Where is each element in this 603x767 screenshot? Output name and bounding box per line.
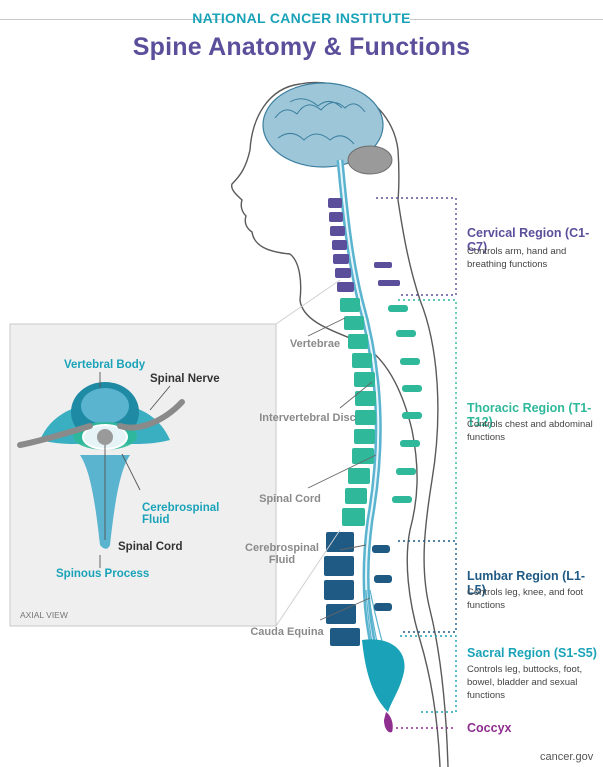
cerebellum	[348, 146, 392, 174]
label-cerebrospinal-fluid: Cerebrospinal Fluid	[232, 542, 332, 566]
lumbar-desc: Controls leg, knee, and foot functions	[467, 586, 587, 612]
axial-label-spinal-nerve: Spinal Nerve	[150, 373, 220, 385]
axial-label-cerebrospinal-fluid: Cerebrospinal Fluid	[142, 502, 232, 526]
label-cauda-equina: Cauda Equina	[242, 626, 332, 638]
sacral-title: Sacral Region (S1-S5)	[467, 646, 597, 660]
coccyx-title: Coccyx	[467, 721, 511, 735]
axial-label-spinous-process: Spinous Process	[56, 568, 149, 580]
label-intervertebral-disc: Intervertebral Disc	[240, 412, 375, 424]
thoracic-desc: Controls chest and abdominal functions	[467, 418, 601, 444]
label-spinal-cord: Spinal Cord	[250, 493, 330, 505]
axial-label-spinal-cord: Spinal Cord	[118, 541, 183, 553]
axial-label-vertebral-body: Vertebral Body	[64, 359, 145, 371]
sacrum	[362, 639, 405, 712]
axial-view-caption: AXIAL VIEW	[20, 610, 68, 620]
cervical-vertebrae	[328, 198, 400, 292]
lumbar-vertebrae	[324, 532, 392, 646]
back-silhouette	[398, 200, 448, 767]
coccyx	[384, 712, 393, 732]
cervical-desc: Controls arm, hand and breathing functio…	[467, 245, 585, 271]
source-credit: cancer.gov	[540, 751, 593, 763]
sacral-desc: Controls leg, buttocks, foot, bowel, bla…	[467, 663, 587, 702]
vertebral-body-highlight	[81, 388, 129, 424]
label-vertebrae: Vertebrae	[270, 338, 360, 350]
axial-spinal-cord	[97, 429, 113, 445]
